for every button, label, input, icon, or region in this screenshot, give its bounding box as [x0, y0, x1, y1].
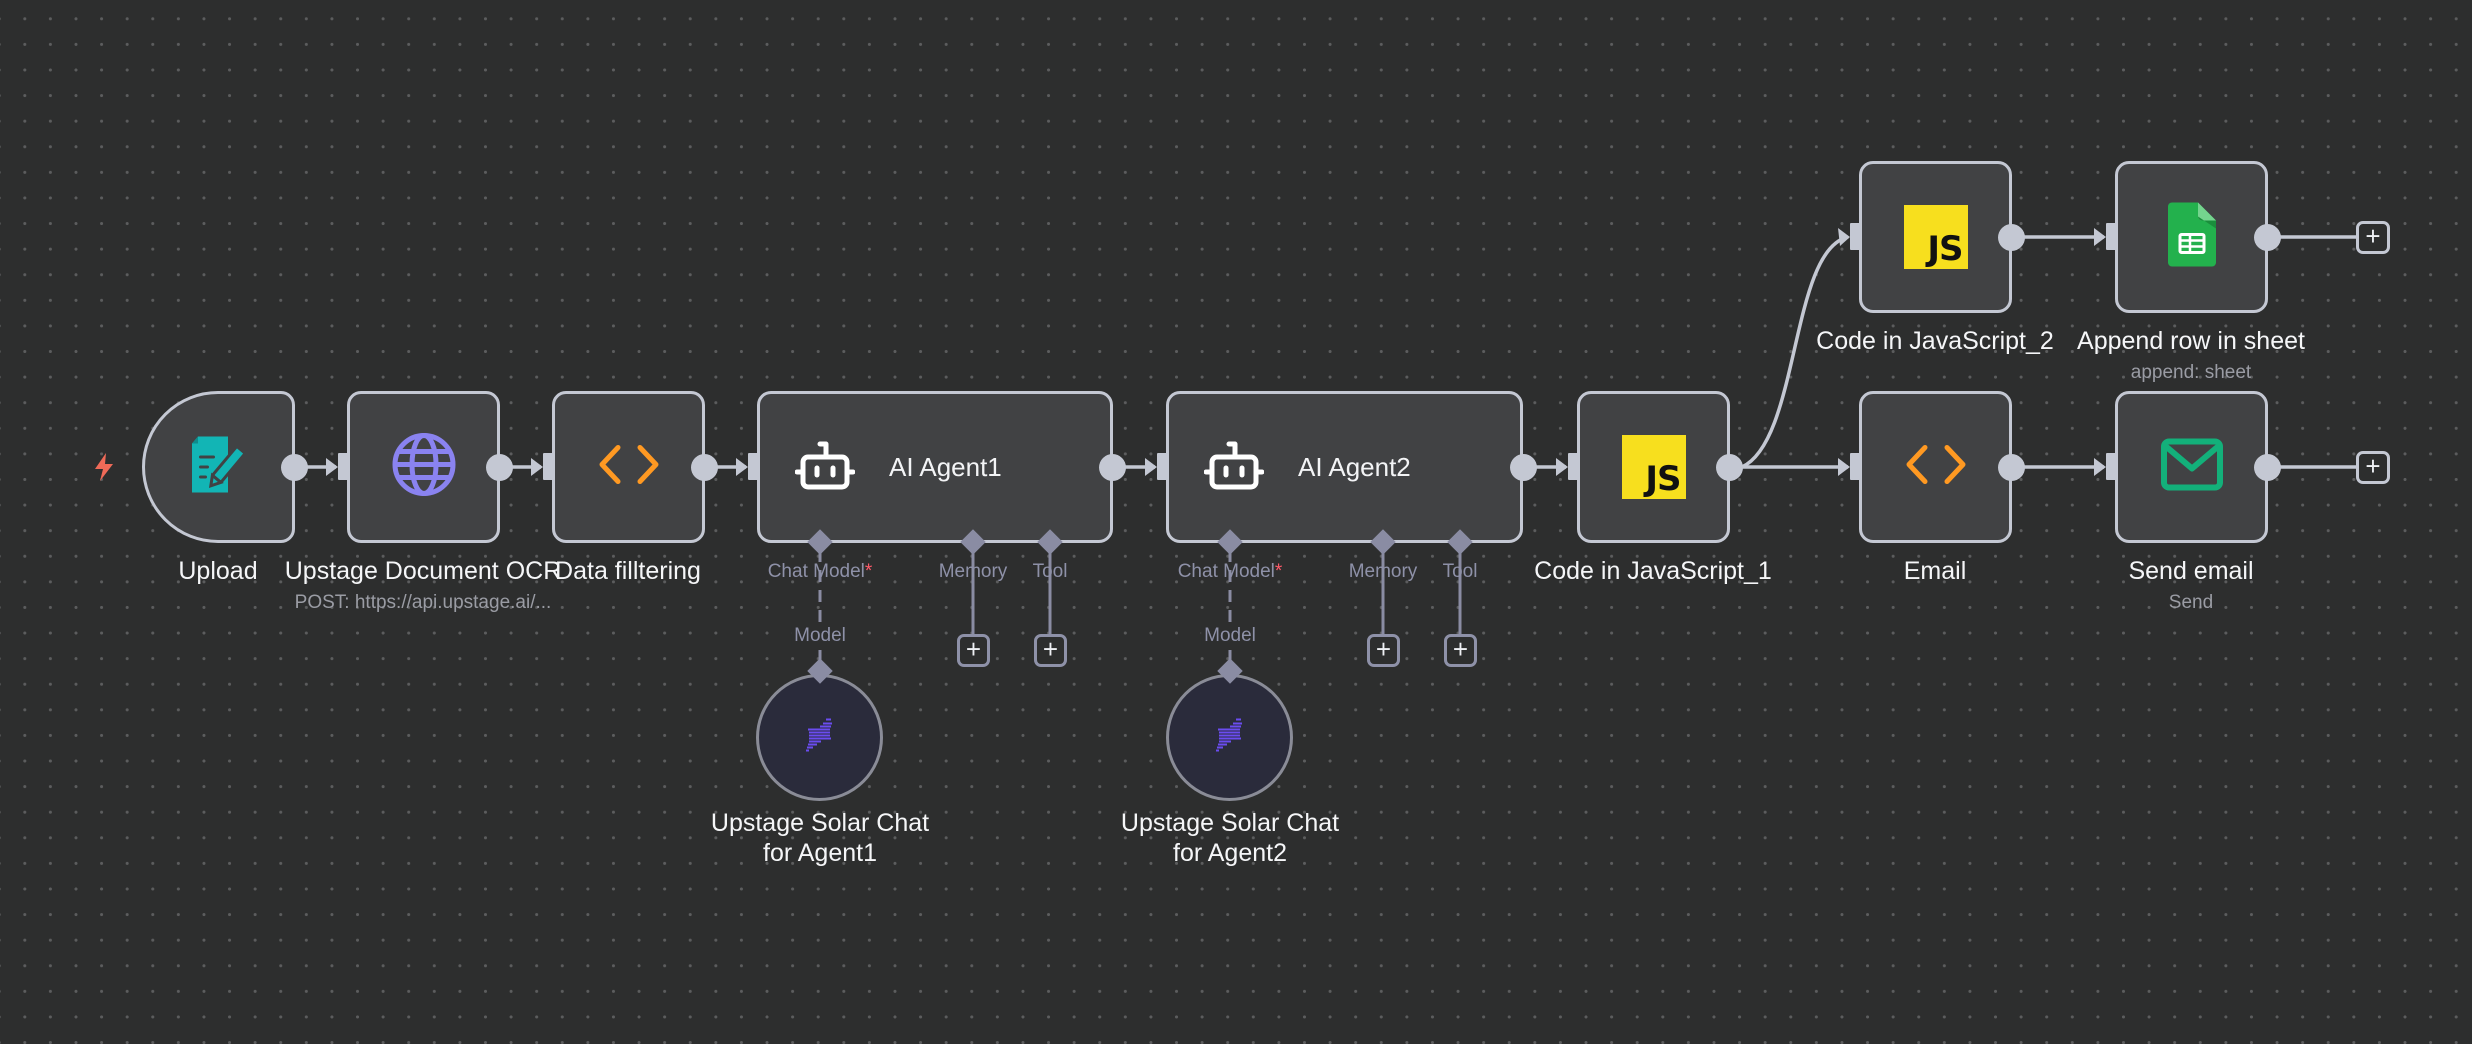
code-brackets-icon	[598, 445, 660, 490]
node-append-row-sheet-label: Append row in sheet append: sheet	[2077, 326, 2305, 386]
agent2-add-memory-button[interactable]: +	[1367, 634, 1400, 667]
node-code-javascript-2-label: Code in JavaScript_2	[1816, 326, 2054, 356]
lightning-bolt-icon	[92, 452, 116, 487]
node-title: Send email	[2128, 557, 2254, 585]
solar2-model-label: Model	[1201, 625, 1259, 647]
arrow-ocr-in	[326, 458, 338, 476]
node-title: Code in JavaScript_1	[1534, 557, 1772, 585]
node-data-filtering-label: Data filltering	[555, 556, 701, 586]
filter-input-handle[interactable]	[543, 453, 555, 480]
agent2-chat-model-label: Chat Model*	[1177, 561, 1283, 582]
node-email[interactable]	[1859, 391, 2012, 543]
node-upstage-solar-chat-agent1[interactable]	[756, 674, 883, 801]
upload-output-handle[interactable]	[281, 454, 308, 481]
node-subtitle: POST: https://api.upstage.ai/...	[294, 592, 552, 613]
send-output-handle[interactable]	[2254, 454, 2281, 481]
node-title: AI Agent1	[889, 451, 1002, 482]
js1-input-handle[interactable]	[1568, 453, 1580, 480]
node-title: Upload	[178, 557, 258, 585]
google-sheets-icon	[2167, 202, 2216, 272]
agent1-output-handle[interactable]	[1099, 454, 1126, 481]
node-code-javascript-1[interactable]: JS	[1577, 391, 1730, 543]
agent2-add-tool-button[interactable]: +	[1444, 634, 1477, 667]
node-solar2-label: Upstage Solar Chat for Agent2	[1120, 809, 1340, 867]
node-data-filtering[interactable]	[552, 391, 705, 543]
agent2-input-handle[interactable]	[1157, 453, 1169, 480]
agent2-memory-label: Memory	[1348, 561, 1418, 582]
required-mark: *	[1274, 561, 1283, 582]
arrow-sheet-in	[2094, 228, 2106, 246]
sheet-output-handle[interactable]	[2254, 224, 2281, 251]
node-title: Email	[1903, 557, 1967, 585]
arrow-js1-in	[1556, 458, 1568, 476]
agent1-add-tool-button[interactable]: +	[1034, 634, 1067, 667]
js2-output-handle[interactable]	[1998, 224, 2025, 251]
node-subtitle: append: sheet	[2130, 362, 2252, 383]
agent1-chat-model-label: Chat Model*	[767, 561, 873, 582]
node-upload-label: Upload	[178, 556, 257, 586]
agent2-tool-label: Tool	[1442, 561, 1478, 582]
form-document-icon	[190, 435, 248, 500]
javascript-icon: JS	[1621, 435, 1686, 499]
js1-output-handle[interactable]	[1716, 454, 1743, 481]
node-title: Upstage Document OCR	[284, 557, 562, 585]
node-code-javascript-2[interactable]: JS	[1859, 161, 2012, 313]
agent1-add-memory-button[interactable]: +	[957, 634, 990, 667]
upstage-solar-icon	[1215, 718, 1244, 757]
email-output-handle[interactable]	[1998, 454, 2025, 481]
javascript-icon: JS	[1903, 205, 1968, 269]
robot-icon	[1203, 440, 1265, 495]
node-send-email[interactable]	[2115, 391, 2268, 543]
arrow-send-in	[2094, 458, 2106, 476]
node-append-row-sheet[interactable]	[2115, 161, 2268, 313]
send-input-handle[interactable]	[2106, 453, 2118, 480]
node-upstage-ocr-label: Upstage Document OCR POST: https://api.u…	[285, 556, 562, 616]
node-upstage-ocr[interactable]	[347, 391, 500, 543]
agent1-memory-label: Memory	[938, 561, 1008, 582]
code-brackets-icon	[1905, 445, 1967, 490]
js2-input-handle[interactable]	[1850, 223, 1862, 250]
arrow-js2-in	[1838, 228, 1850, 246]
sheet-add-node-button[interactable]: +	[2356, 221, 2390, 254]
node-ai-agent2[interactable]: AI Agent2	[1166, 391, 1523, 543]
robot-icon	[794, 440, 856, 495]
node-send-email-label: Send email Send	[2128, 556, 2253, 616]
node-subtitle: Send	[2168, 592, 2214, 613]
filter-output-handle[interactable]	[691, 454, 718, 481]
node-title: Code in JavaScript_2	[1816, 327, 2054, 355]
upstage-solar-icon	[805, 718, 834, 757]
node-upload[interactable]	[142, 391, 295, 543]
agent1-tool-label: Tool	[1032, 561, 1068, 582]
node-solar1-label: Upstage Solar Chat for Agent1	[710, 809, 930, 867]
node-ai-agent1[interactable]: AI Agent1	[757, 391, 1113, 543]
ocr-output-handle[interactable]	[486, 454, 513, 481]
arrow-filter-in	[531, 458, 543, 476]
node-code-javascript-1-label: Code in JavaScript_1	[1534, 556, 1772, 586]
email-input-handle[interactable]	[1850, 453, 1862, 480]
node-email-label: Email	[1904, 556, 1967, 586]
globe-icon	[391, 432, 457, 503]
arrow-agent1-in	[736, 458, 748, 476]
agent1-input-handle[interactable]	[748, 453, 760, 480]
arrow-email-in	[1838, 458, 1850, 476]
node-title: AI Agent2	[1298, 451, 1411, 482]
ocr-input-handle[interactable]	[338, 453, 350, 480]
arrow-agent2-in	[1145, 458, 1157, 476]
required-mark: *	[864, 561, 873, 582]
agent2-output-handle[interactable]	[1510, 454, 1537, 481]
sheet-input-handle[interactable]	[2106, 223, 2118, 250]
node-title: Data filltering	[555, 557, 701, 585]
node-upstage-solar-chat-agent2[interactable]	[1166, 674, 1293, 801]
node-title: Append row in sheet	[2077, 327, 2305, 355]
solar1-model-label: Model	[791, 625, 849, 647]
send-add-node-button[interactable]: +	[2356, 451, 2390, 484]
envelope-icon	[2160, 438, 2223, 496]
